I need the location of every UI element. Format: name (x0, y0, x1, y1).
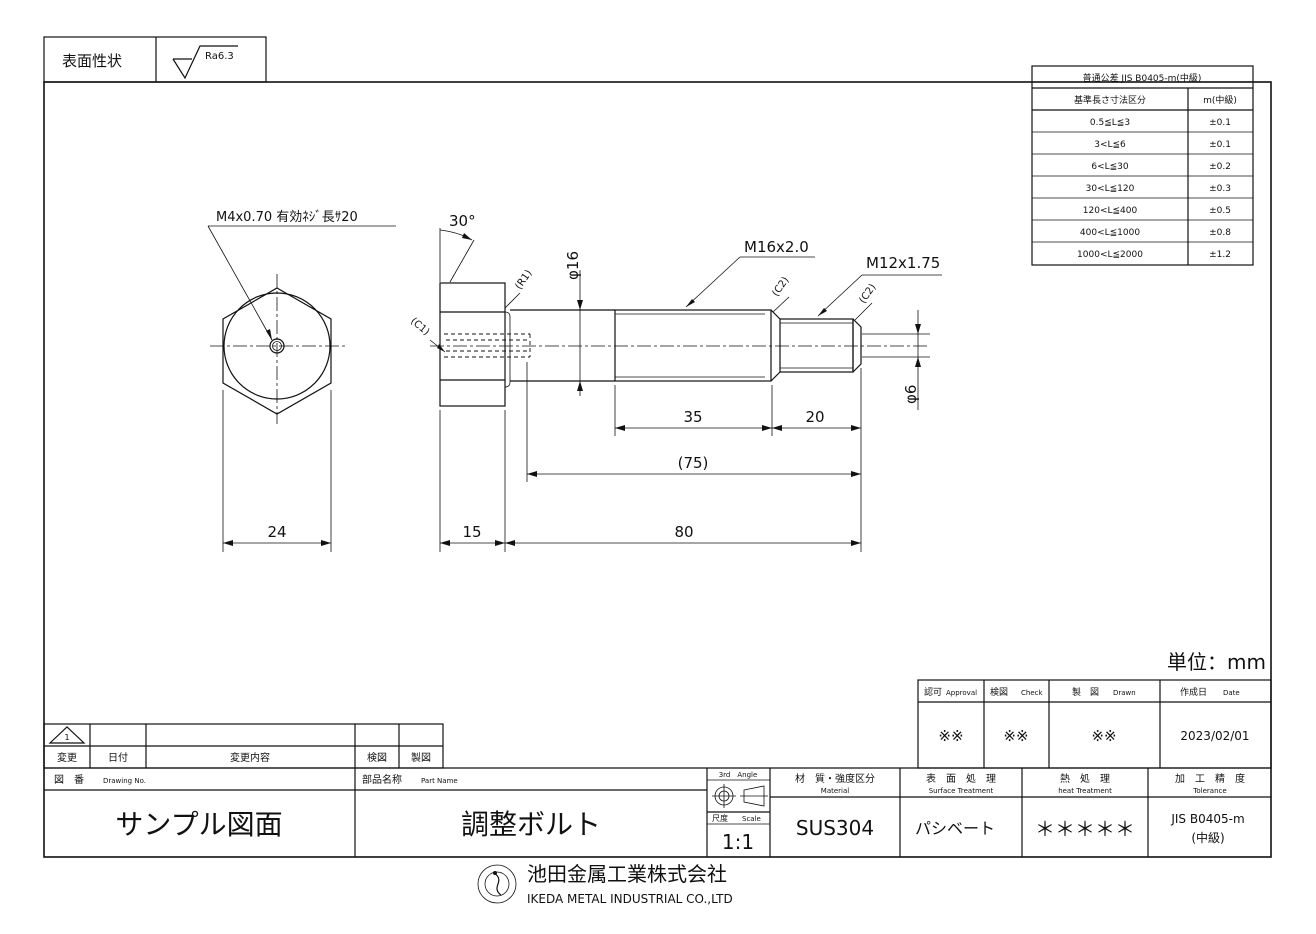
hex-end-view: M4x0.70 有効ﾈｼﾞ長ｻ20 24 (207, 210, 396, 552)
scale-label: 尺度 (712, 813, 728, 823)
tolerance-value: ±0.3 (1209, 184, 1231, 194)
check-label-en: Check (1021, 689, 1043, 697)
thread-m16 (614, 309, 772, 382)
tolerance-range: 0.5≦L≦3 (1090, 118, 1130, 128)
check-value: ※※ (1003, 727, 1028, 745)
tolerance-range: 1000<L≦2000 (1077, 250, 1143, 260)
sheet-border (43, 81, 1272, 858)
revision-date: 日付 (108, 751, 128, 764)
tolerance-table: 普通公差 JIS B0405-m(中級) 基準長さ寸法区分 m(中級) 0.5≦… (1031, 65, 1254, 266)
material-label-en: Material (821, 787, 849, 795)
roughness-value: Ra6.3 (205, 51, 234, 62)
precision-grade: (中級) (1191, 830, 1224, 845)
drawn-label-en: Drawn (1113, 689, 1136, 697)
title-block: 図 番 Drawing No. サンプル図面 部品名称 Part Name 調整… (44, 767, 1271, 857)
tolerance-range: 400<L≦1000 (1080, 228, 1140, 238)
chamfer-c2-b: (C2) (857, 282, 878, 306)
dim-20: 20 (805, 408, 824, 426)
precision-value: JIS B0405-m (1170, 812, 1244, 826)
company-name: 池田金属工業株式会社 (527, 862, 727, 886)
dim-75: (75) (678, 454, 709, 472)
surface-treatment-label-en: Surface Treatment (929, 787, 994, 795)
revision-content: 変更内容 (230, 751, 270, 764)
approval-block: 認可 Approval 検図 Check 製 図 Drawn 作成日 Date … (917, 679, 1272, 769)
tolerance-range: 120<L≦400 (1083, 206, 1138, 216)
revision-change: 変更 (57, 751, 77, 764)
tolerance-range: 6<L≦30 (1091, 162, 1129, 172)
revision-block: 1 変更 日付 変更内容 検図 製図 (43, 723, 444, 769)
tolerance-value: ±0.1 (1209, 140, 1231, 150)
date-label: 作成日 (1180, 686, 1207, 698)
surface-label: 表面性状 (62, 52, 122, 70)
company-logo (477, 864, 517, 904)
date-label-en: Date (1223, 689, 1240, 697)
drawing-no-label: 図 番 (54, 774, 84, 786)
bolt-side-view: 30° (R1) (C1) φ16 M16x2.0 (C2) M12x1.75 … (408, 212, 942, 552)
approval-value: ※※ (938, 727, 963, 745)
part-name-label: 部品名称 (362, 773, 402, 786)
drawing-number: サンプル図面 (115, 808, 282, 841)
bolt-head (439, 282, 506, 407)
approval-label-en: Approval (946, 689, 977, 697)
tolerance-value: ±0.8 (1209, 228, 1231, 238)
revision-triangle (48, 726, 86, 744)
revision-mark: 1 (64, 733, 69, 742)
revision-check: 検図 (367, 751, 387, 764)
drawn-label: 製 図 (1072, 686, 1099, 698)
heat-treatment-label: 熱 処 理 (1060, 772, 1110, 785)
tolerance-value: ±0.2 (1209, 162, 1231, 172)
tolerance-range: 30<L≦120 (1086, 184, 1135, 194)
surface-treatment-label: 表 面 処 理 (926, 772, 996, 785)
roughness-symbol (172, 45, 238, 80)
third-angle-projection-icon (712, 784, 768, 808)
dim-15: 15 (462, 523, 481, 541)
thread-label-m16: M16x2.0 (744, 238, 809, 256)
precision-label-en: Tolerance (1192, 787, 1226, 795)
part-name: 調整ボルト (461, 808, 601, 841)
tolerance-range: 3<L≦6 (1094, 140, 1126, 150)
dim-80: 80 (674, 523, 693, 541)
chamfer-angle: 30° (449, 212, 476, 230)
drawing-no-label-en: Drawing No. (103, 777, 146, 785)
tolerance-value: ±0.5 (1209, 206, 1231, 216)
tolerance-table-title: 普通公差 JIS B0405-m(中級) (1083, 72, 1202, 84)
fillet-radius: (R1) (513, 268, 534, 292)
date-value: 2023/02/01 (1180, 729, 1249, 743)
tolerance-value: ±0.1 (1209, 118, 1231, 128)
chamfer-c2-a: (C2) (770, 275, 791, 299)
dim-phi6: φ6 (902, 385, 920, 404)
material-value: SUS304 (796, 816, 874, 840)
revision-drawn: 製図 (411, 751, 431, 764)
scale-value: 1:1 (722, 830, 754, 854)
surface-treatment-value: パシベート (915, 819, 995, 838)
dim-phi16: φ16 (564, 251, 582, 280)
scale-label-en: Scale (742, 815, 761, 823)
approval-label: 認可 (924, 686, 942, 698)
surface-texture-box: 表面性状 Ra6.3 (43, 36, 267, 83)
thread-m12 (779, 318, 854, 373)
thread-label-m12: M12x1.75 (866, 254, 940, 272)
tolerance-col-range: 基準長さ寸法区分 (1074, 94, 1146, 106)
unit-label: 単位：mm (1167, 650, 1266, 674)
dim-35: 35 (683, 408, 702, 426)
drawn-value: ※※ (1091, 727, 1116, 745)
tap-note: M4x0.70 有効ﾈｼﾞ長ｻ20 (216, 210, 358, 225)
chamfer-c1: (C1) (408, 316, 431, 338)
check-label: 検図 (990, 686, 1008, 698)
heat-treatment-value: ＊＊＊＊＊ (1035, 817, 1135, 841)
precision-label: 加 工 精 度 (1175, 772, 1245, 785)
material-label: 材 質・強度区分 (795, 772, 875, 785)
company-name-en: IKEDA METAL INDUSTRIAL CO.,LTD (527, 892, 733, 906)
tolerance-col-grade: m(中級) (1203, 94, 1237, 106)
heat-treatment-label-en: heat Treatment (1058, 787, 1112, 795)
tolerance-value: ±1.2 (1209, 250, 1231, 260)
part-name-label-en: Part Name (421, 777, 458, 785)
projection-label: 3rd Angle (719, 771, 758, 779)
dim-across-flats: 24 (267, 523, 286, 541)
